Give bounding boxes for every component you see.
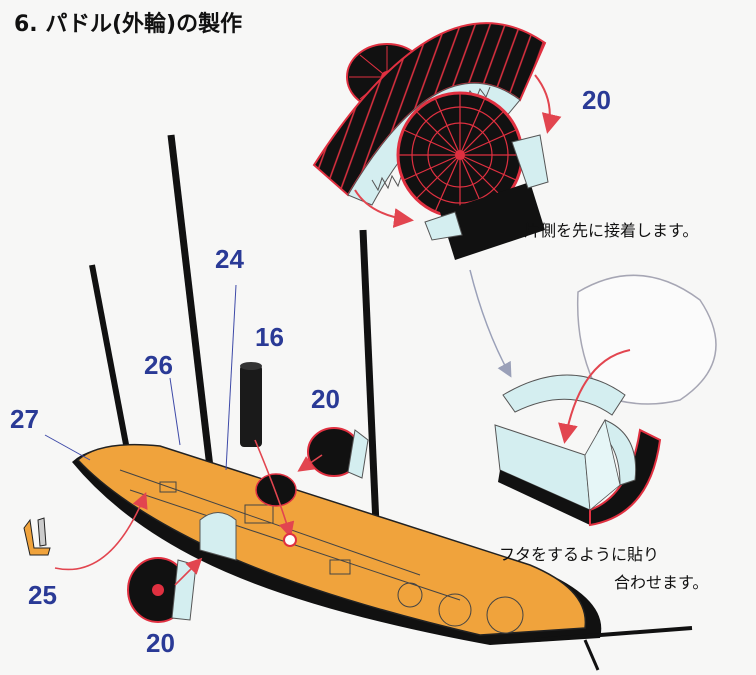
- part-number-27: 27: [10, 404, 39, 434]
- part-number-20-bottom: 20: [146, 628, 175, 658]
- paddle-wheel-detached-bottom: [127, 557, 197, 623]
- part-number-25: 25: [28, 580, 57, 610]
- paddle-box-side-block: [424, 134, 549, 260]
- part-number-16: 16: [255, 322, 284, 352]
- section-title: 6. パドル(外輪)の製作: [14, 12, 243, 37]
- paddle-wheel-detached-mid: [307, 427, 369, 479]
- paddle-box-lid-assembly: [494, 274, 717, 527]
- part-25-piece: [23, 517, 51, 556]
- part-number-24: 24: [215, 244, 244, 274]
- paddle-box-top-assembly: [312, 22, 562, 260]
- part-number-20-mid: 20: [311, 384, 340, 414]
- ship-model: [23, 134, 693, 671]
- part-number-26: 26: [144, 350, 173, 380]
- part-number-20-top: 20: [582, 85, 611, 115]
- note-glue-one-side: 片側を先に接着します。: [524, 221, 699, 240]
- note-lid-line2: 合わせます。: [614, 573, 709, 592]
- note-lid-line1: フタをするように貼り: [499, 545, 660, 564]
